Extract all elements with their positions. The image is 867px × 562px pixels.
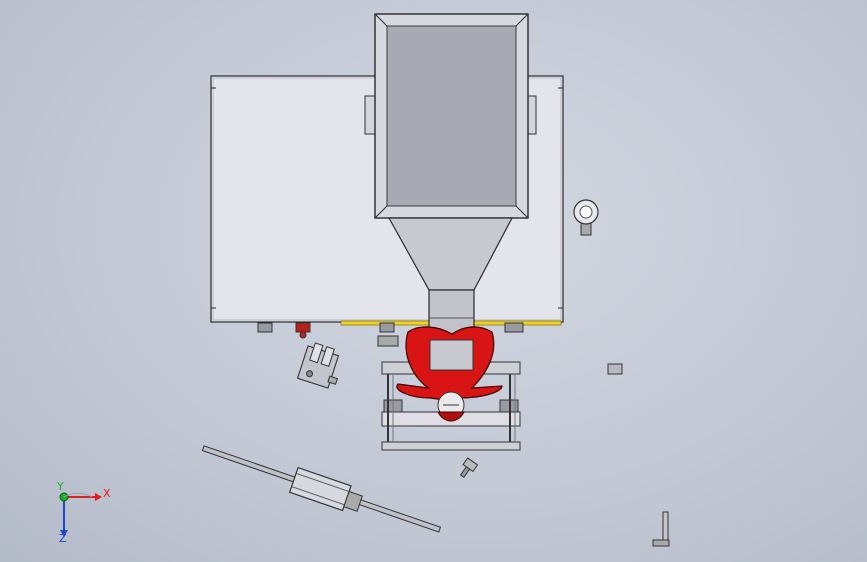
triad-z-label: Z bbox=[59, 532, 67, 545]
loose-bolt[interactable] bbox=[457, 457, 479, 480]
hopper-bracket-left bbox=[364, 95, 376, 135]
loose-valve-block[interactable] bbox=[296, 341, 346, 390]
loose-pin[interactable] bbox=[652, 511, 670, 547]
cabinet-bottom-fittings bbox=[257, 322, 524, 339]
pneumatic-cylinder[interactable] bbox=[199, 436, 444, 542]
loose-fitting-small[interactable] bbox=[607, 363, 623, 375]
triad-x-label: X bbox=[103, 487, 111, 500]
orientation-triad: X Y Z bbox=[56, 480, 111, 545]
triad-y-label: Y bbox=[56, 480, 64, 493]
pressure-gauge[interactable] bbox=[573, 199, 599, 236]
red-dispenser-wings[interactable] bbox=[396, 326, 503, 422]
